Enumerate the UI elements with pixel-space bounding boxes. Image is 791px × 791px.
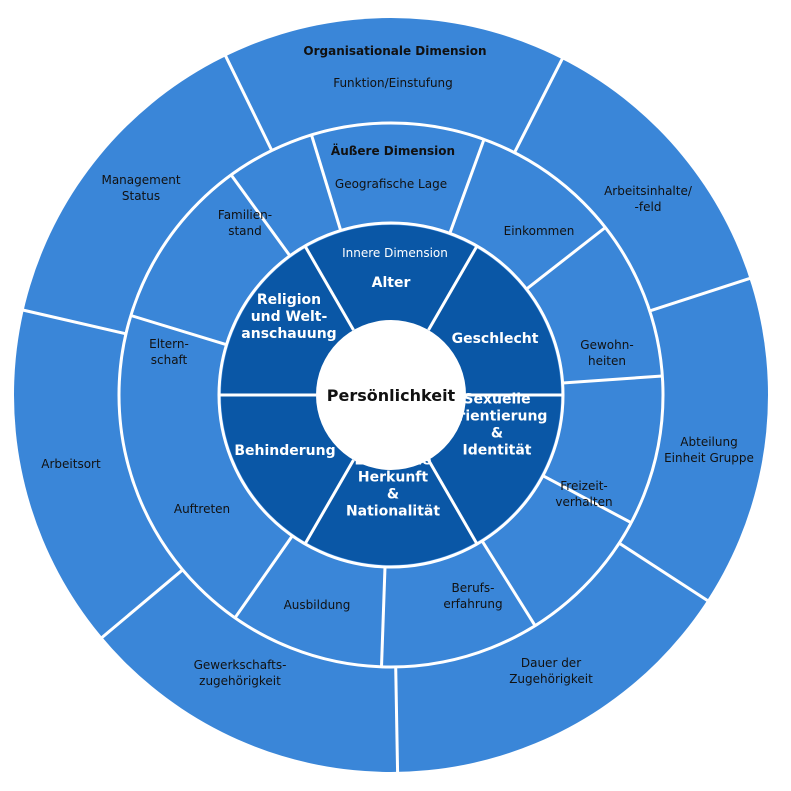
- inner-segment-separator: [303, 245, 355, 331]
- middle-segment-separator: [562, 374, 663, 385]
- label-line: Status: [122, 189, 160, 203]
- inner-item-alter: Alter: [372, 275, 411, 291]
- middle-segment-separator: [130, 314, 227, 347]
- middle-segment-separator: [233, 535, 294, 619]
- label-line: Ausbildung: [284, 598, 351, 612]
- outer-segment-separator: [22, 308, 127, 336]
- outer-item-arbeitsinhalte: Arbeitsinhalte/ -feld: [604, 184, 693, 214]
- outer-segment-separator: [618, 541, 709, 603]
- label-line: Geografische Lage: [335, 177, 447, 191]
- label-line: erfahrung: [443, 597, 502, 611]
- label-line: stand: [228, 224, 262, 238]
- label-line: -feld: [635, 200, 662, 214]
- middle-item-gewohnheiten: Gewohn-heiten: [580, 338, 633, 368]
- outer-item-funktion: Funktion/Einstufung: [333, 76, 453, 90]
- middle-item-ausbildung: Ausbildung: [284, 598, 351, 612]
- label-line: Zugehörigkeit: [509, 672, 593, 686]
- outer-heading-organisationale-dimension: Organisationale Dimension: [303, 44, 486, 58]
- label-line: Arbeitsort: [41, 457, 101, 471]
- outer-segment-separator: [649, 276, 751, 313]
- middle-item-familienstand: Familien-stand: [218, 208, 272, 238]
- label-line: &: [387, 487, 399, 503]
- middle-segment-separator: [480, 540, 537, 627]
- outer-item-arbeitsort: Arbeitsort: [41, 457, 101, 471]
- outer-segment-separator: [394, 666, 400, 773]
- segment-separators: [22, 54, 751, 773]
- middle-segment-separator: [448, 138, 486, 234]
- label-line: Behinderung: [234, 443, 335, 459]
- label-line: Religion: [257, 292, 321, 308]
- label-line: Dauer der: [521, 656, 581, 670]
- label-line: zugehörigkeit: [199, 674, 281, 688]
- middle-segment-separator: [310, 134, 343, 231]
- middle-heading-aeussere-dimension: Äußere Dimension: [331, 143, 455, 158]
- middle-segment-separator: [380, 566, 387, 667]
- inner-heading-innere-dimension: Innere Dimension: [342, 246, 448, 260]
- outer-segment-separator: [100, 568, 184, 640]
- label-line: Einkommen: [504, 224, 575, 238]
- label-line: Identität: [462, 443, 531, 459]
- label-line: Auftreten: [174, 502, 230, 516]
- label-line: Einheit Gruppe: [664, 451, 754, 465]
- middle-item-geografische-lage: Geografische Lage: [335, 177, 447, 191]
- center-label-persoenlichkeit: Persönlichkeit: [327, 386, 456, 405]
- outer-segment-separator: [513, 57, 564, 154]
- label-line: Freizeit-: [560, 479, 607, 493]
- label-line: verhalten: [555, 495, 612, 509]
- label-line: Ethnische: [354, 453, 431, 469]
- label-line: &: [491, 426, 503, 442]
- label-line: Gewohn-: [580, 338, 633, 352]
- label-line: Abteilung: [680, 435, 737, 449]
- label-line: schaft: [151, 353, 188, 367]
- label-line: anschauung: [241, 326, 336, 342]
- label-line: Arbeitsinhalte/: [604, 184, 693, 198]
- middle-segment-separator: [229, 174, 292, 257]
- middle-segment-separator: [542, 474, 632, 525]
- label-line: heiten: [588, 354, 626, 368]
- label-line: und Welt-: [251, 309, 328, 325]
- outer-segment-separator: [223, 54, 274, 152]
- label-line: Herkunft: [358, 470, 428, 486]
- middle-segment-separator: [525, 226, 607, 291]
- middle-item-einkommen: Einkommen: [504, 224, 575, 238]
- middle-item-berufserfahrung: Berufs-erfahrung: [443, 581, 502, 611]
- label-line: Orientierung: [447, 409, 548, 425]
- inner-item-geschlecht: Geschlecht: [452, 331, 539, 347]
- inner-segment-separator: [427, 245, 479, 331]
- inner-segment-separator: [427, 459, 479, 545]
- label-line: Berufs-: [452, 581, 495, 595]
- label-line: Gewerkschafts-: [194, 658, 287, 672]
- label-line: Familien-: [218, 208, 272, 222]
- label-line: Sexuelle: [463, 392, 530, 408]
- inner-segment-separator: [303, 459, 355, 545]
- label-line: Geschlecht: [452, 331, 539, 347]
- middle-item-elternschaft: Eltern-schaft: [149, 337, 189, 367]
- middle-item-auftreten: Auftreten: [174, 502, 230, 516]
- label-line: Nationalität: [346, 504, 440, 520]
- middle-item-freizeitverhalten: Freizeit-verhalten: [555, 479, 612, 509]
- label-line: Funktion/Einstufung: [333, 76, 453, 90]
- label-line: Alter: [372, 275, 411, 291]
- label-line: Management: [101, 173, 180, 187]
- label-line: Eltern-: [149, 337, 189, 351]
- outer-item-gewerkschaft: Gewerkschafts-zugehörigkeit: [194, 658, 287, 688]
- inner-item-behinderung: Behinderung: [234, 443, 335, 459]
- center-circle: [316, 320, 466, 470]
- outer-ring-inner-boundary: [117, 121, 665, 669]
